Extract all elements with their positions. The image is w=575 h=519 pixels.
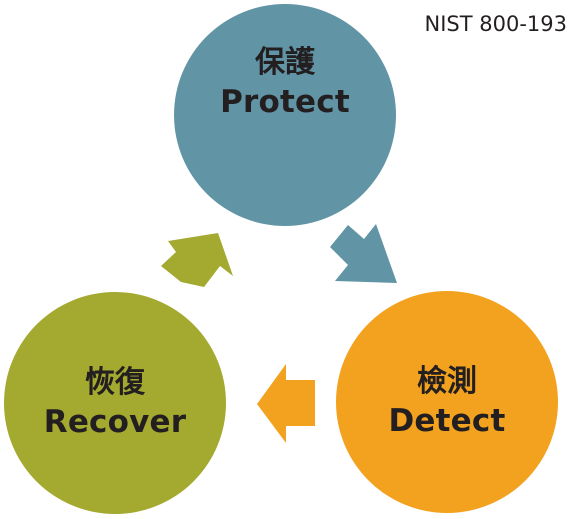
- detect-node: 檢測 Detect: [336, 291, 558, 513]
- arrow-detect-to-recover: [257, 364, 315, 443]
- protect-label-zh: 保護: [255, 45, 315, 80]
- protect-label-en: Protect: [220, 84, 350, 120]
- detect-label-zh: 檢測: [417, 364, 477, 399]
- arrow-protect-to-detect: [330, 224, 397, 283]
- source-label: NIST 800-193: [424, 12, 567, 36]
- arrow-recover-to-protect: [161, 233, 233, 287]
- protect-node: 保護 Protect: [174, 4, 396, 226]
- recover-label-en: Recover: [43, 404, 187, 440]
- recover-node: 恢復 Recover: [4, 292, 226, 514]
- detect-label-en: Detect: [388, 403, 506, 439]
- recover-label-zh: 恢復: [85, 365, 145, 400]
